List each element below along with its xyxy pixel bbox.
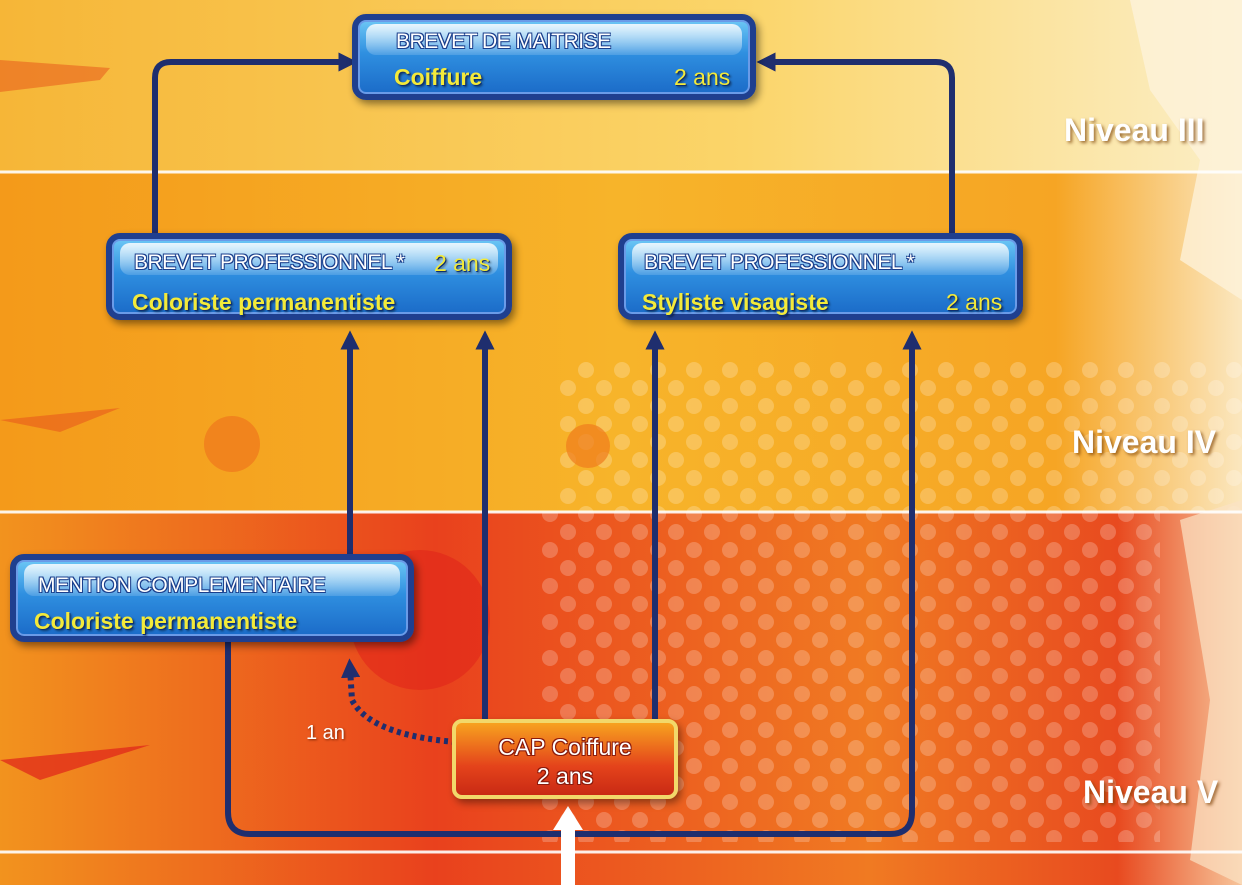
level-label-niveau-5: Niveau V [1083,774,1219,810]
box-duration: 2 ans [434,250,491,276]
box-brevet-maitrise: BREVET DE MAITRISE Coiffure 2 ans [352,14,756,100]
box-title: Coiffure [394,64,483,90]
box-duration: 2 ans [674,64,731,90]
box-bp-coloriste: BREVET PROFESSIONNEL * 2 ans Coloriste p… [106,233,512,320]
box-title: CAP Coiffure [498,734,632,760]
box-header: BREVET PROFESSIONNEL * [644,251,915,274]
box-header: BREVET DE MAITRISE [396,30,611,53]
box-title: Coloriste permanentiste [34,608,298,634]
level-label-niveau-4: Niveau IV [1072,424,1217,460]
box-bp-styliste: BREVET PROFESSIONNEL * Styliste visagist… [618,233,1023,320]
connector-cap-to-mention-dotted [341,658,457,745]
box-header: BREVET PROFESSIONNEL * [134,251,405,274]
level-label-niveau-3: Niveau III [1064,112,1205,148]
box-cap-coiffure: CAP Coiffure 2 ans [452,719,678,799]
box-header: MENTION COMPLEMENTAIRE [38,574,326,597]
box-title: Styliste visagiste [642,289,829,315]
box-duration: 2 ans [536,763,594,789]
box-title: Coloriste permanentiste [132,289,396,315]
duration-note-1-an: 1 an [306,722,345,744]
connector-bp-coloriste-to-maitrise [152,52,358,236]
connector-bp-styliste-to-maitrise [756,52,955,236]
box-duration: 2 ans [946,289,1003,315]
entry-arrow [553,806,583,885]
box-mention-complementaire: MENTION COMPLEMENTAIRE Coloriste permane… [10,554,414,642]
